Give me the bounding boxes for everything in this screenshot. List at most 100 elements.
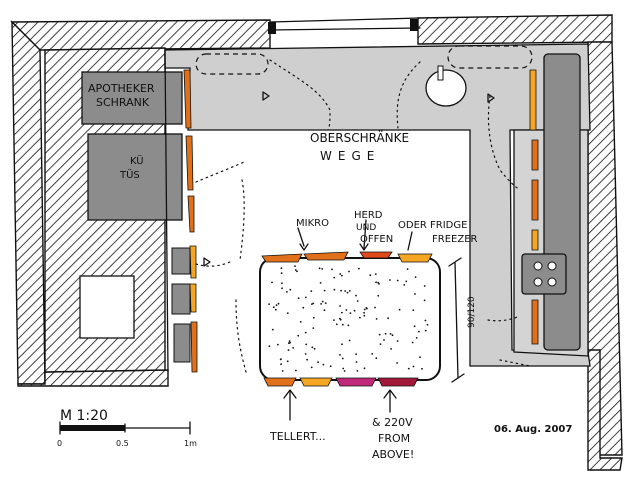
speckle-dot: [341, 323, 344, 326]
right-cabinet-fronts: [529, 69, 539, 345]
speckle-dot: [289, 288, 292, 291]
speckle-dot: [389, 333, 392, 335]
speckle-dot: [363, 311, 365, 314]
upper-cabinet-outline: [447, 45, 533, 69]
herd-label-line2: UND: [356, 223, 376, 233]
speckle-dot: [387, 317, 389, 320]
speckle-dot: [319, 282, 322, 284]
dimension-line: [448, 257, 465, 383]
speckle-dot: [389, 279, 391, 281]
speckle-dot: [339, 354, 341, 356]
speckle-dot: [294, 269, 297, 271]
speckle-dot: [281, 282, 283, 285]
speckle-dot: [311, 346, 314, 349]
speckle-dot: [341, 274, 343, 277]
island-speckle: [268, 265, 429, 372]
speckle-dot: [313, 347, 316, 350]
speckle-dot: [295, 369, 297, 372]
speckle-dot: [375, 357, 378, 360]
speckle-dot: [340, 289, 342, 292]
island-front-top: [261, 253, 303, 263]
speckle-dot: [321, 300, 324, 303]
speckle-dot: [374, 273, 377, 275]
counter-top: [164, 43, 591, 367]
scale-bar: M 1:20 0 0.5 1m: [57, 408, 197, 448]
speckle-dot: [424, 319, 427, 322]
speckle-dot: [384, 332, 387, 335]
front-orange: [183, 69, 192, 129]
speckle-dot: [414, 293, 416, 295]
left-divider-line: [164, 49, 169, 373]
island-front-bottom: [299, 377, 333, 387]
front-yellow: [189, 245, 197, 279]
speckle-dot: [333, 288, 336, 291]
speckle-dot: [339, 317, 341, 320]
speckle-dot: [349, 312, 352, 314]
speckle-dot: [377, 294, 380, 297]
scale-tick-half: 0.5: [116, 439, 129, 448]
speckle-dot: [277, 343, 279, 346]
speckle-dot: [363, 308, 366, 311]
front-orange: [187, 195, 195, 233]
speckle-dot: [365, 307, 368, 309]
speckle-dot: [286, 291, 288, 293]
right-tall-unit: [543, 53, 581, 351]
speckle-dot: [343, 370, 346, 372]
speckle-dot: [421, 367, 423, 370]
paths-label-line1: OBERSCHRÄNKE: [310, 130, 409, 145]
annotation-arrows: [283, 219, 413, 421]
front-orange: [190, 321, 198, 373]
speckle-dot: [378, 333, 381, 336]
speckle-dot: [281, 370, 284, 372]
speckle-dot: [403, 284, 406, 286]
speckle-dot: [413, 325, 416, 328]
fridge-label-line1: ODER FRIDGE: [398, 220, 467, 231]
window-jamb-right: [410, 19, 418, 31]
speckle-dot: [412, 365, 415, 368]
front-yellow: [531, 229, 539, 251]
scale-tick-1m: 1m: [184, 439, 197, 448]
speckle-dot: [355, 361, 358, 363]
speckle-dot: [342, 367, 345, 370]
speckle-dot: [398, 308, 401, 311]
speckle-dot: [345, 309, 348, 311]
speckle-dot: [302, 306, 305, 309]
paths-label-line2: WEGE: [320, 149, 380, 163]
door-label-line2: TÜS: [119, 168, 140, 181]
speckle-dot: [306, 358, 308, 361]
left-white-box: [79, 275, 135, 339]
speckle-dot: [396, 362, 398, 364]
speckle-dot: [289, 341, 291, 344]
hob: [521, 253, 567, 295]
speckle-dot: [378, 283, 380, 285]
speckle-dot: [294, 265, 296, 267]
scale-title: M 1:20: [60, 408, 108, 424]
speckle-dot: [358, 267, 360, 270]
hob-burner: [547, 261, 557, 271]
teller-label: TELLERT...: [269, 430, 326, 443]
island-front-top: [359, 251, 393, 259]
speckle-dot: [379, 343, 382, 345]
speckle-dot: [415, 337, 418, 339]
speckle-dot: [383, 339, 385, 341]
speckle-dot: [331, 268, 333, 271]
wall-bottom-right: [587, 349, 623, 471]
sink-tap: [437, 65, 444, 81]
direction-markers: [203, 91, 495, 267]
speckle-dot: [424, 329, 427, 332]
upper-cabinet-outline: [195, 53, 269, 75]
speckle-dot: [321, 268, 324, 270]
speckle-dot: [304, 331, 307, 334]
window-jamb-left: [268, 22, 276, 34]
speckle-dot: [375, 318, 378, 320]
speckle-dot: [412, 309, 415, 311]
speckle-dot: [271, 281, 273, 284]
speckle-dot: [277, 302, 280, 305]
speckle-dot: [312, 327, 315, 329]
speckle-dot: [280, 267, 283, 270]
speckle-dot: [359, 316, 361, 319]
speckle-dot: [363, 314, 366, 317]
herd-label-line1: HERD: [354, 210, 383, 221]
front-orange: [531, 179, 539, 221]
